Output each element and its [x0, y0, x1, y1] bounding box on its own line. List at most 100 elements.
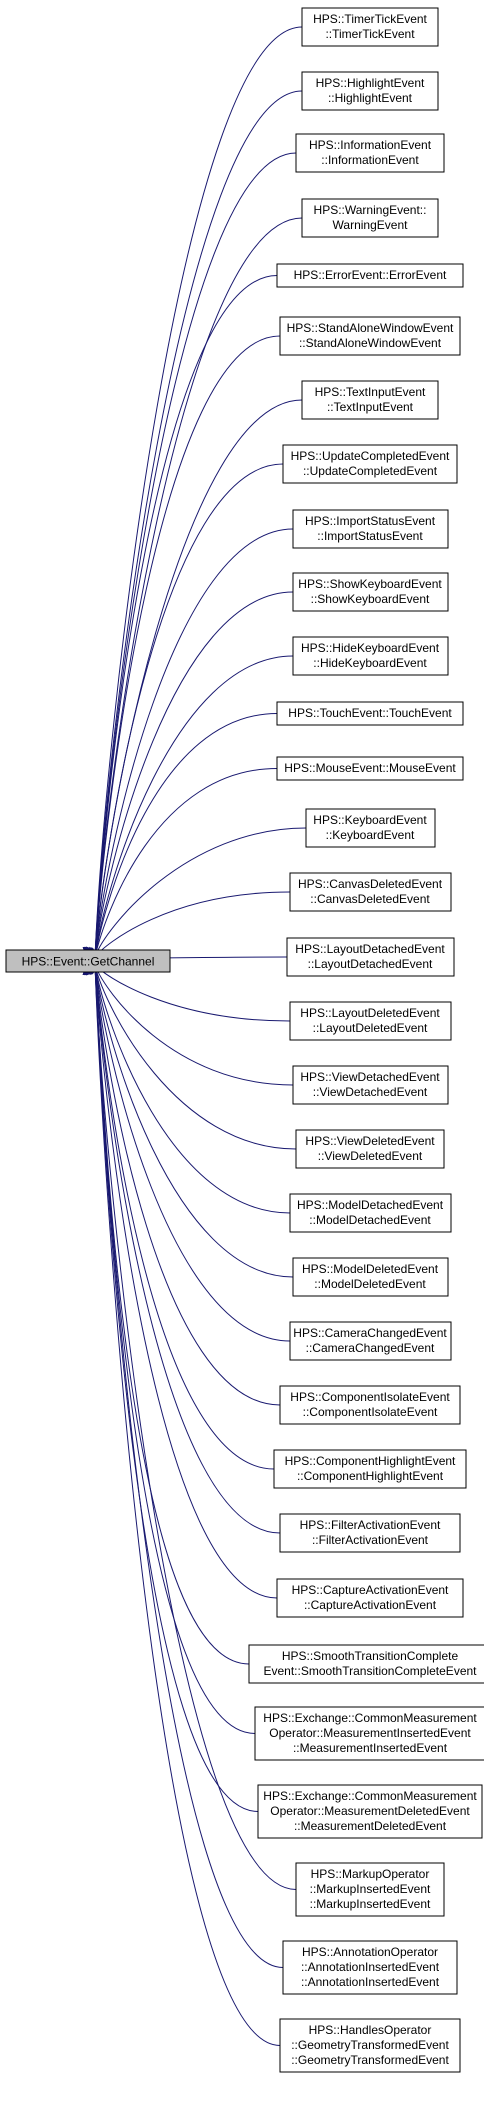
caller-node[interactable]: HPS::ComponentIsolateEvent::ComponentIso…: [279, 1385, 461, 1425]
caller-node-box: [295, 1129, 445, 1169]
caller-node-label: HPS::ModelDeletedEvent: [302, 1262, 439, 1276]
caller-node-label: HPS::SmoothTransitionComplete: [282, 1649, 459, 1663]
caller-node-label: ::MeasurementInsertedEvent: [293, 1741, 448, 1755]
caller-node-label: HPS::CaptureActivationEvent: [292, 1583, 449, 1597]
caller-node-box: [305, 808, 436, 848]
caller-node-label: HPS::ComponentHighlightEvent: [285, 1454, 456, 1468]
call-edge: [94, 713, 278, 958]
caller-node[interactable]: HPS::WarningEvent::WarningEvent: [301, 198, 439, 238]
caller-node[interactable]: HPS::MarkupOperator::MarkupInsertedEvent…: [295, 1862, 445, 1917]
caller-node[interactable]: HPS::LayoutDetachedEvent::LayoutDetached…: [286, 937, 455, 977]
caller-node[interactable]: HPS::StandAloneWindowEvent::StandAloneWi…: [279, 316, 461, 356]
caller-node[interactable]: HPS::ComponentHighlightEvent::ComponentH…: [273, 1449, 467, 1489]
call-edge: [94, 964, 294, 1086]
caller-node-label: ::ViewDeletedEvent: [318, 1149, 423, 1163]
caller-node[interactable]: HPS::HighlightEvent::HighlightEvent: [301, 71, 439, 111]
caller-node[interactable]: HPS::ModelDeletedEvent::ModelDeletedEven…: [292, 1257, 449, 1297]
caller-node[interactable]: HPS::ViewDeletedEvent::ViewDeletedEvent: [295, 1129, 445, 1169]
caller-node-label: ::TextInputEvent: [327, 400, 414, 414]
caller-node-label: ::HighlightEvent: [328, 91, 413, 105]
call-edge: [94, 275, 278, 958]
caller-node-box: [279, 316, 461, 356]
root-node[interactable]: HPS::Event::GetChannel: [5, 949, 171, 973]
caller-node-box: [286, 937, 455, 977]
caller-node[interactable]: HPS::TextInputEvent::TextInputEvent: [301, 380, 439, 420]
caller-node-box: [257, 1784, 483, 1839]
caller-node-label: ::CaptureActivationEvent: [304, 1598, 437, 1612]
caller-node[interactable]: HPS::InformationEvent::InformationEvent: [295, 133, 445, 173]
caller-node[interactable]: HPS::SmoothTransitionCompleteEvent::Smoo…: [248, 1644, 484, 1684]
caller-node-label: HPS::ErrorEvent::ErrorEvent: [294, 268, 447, 282]
caller-node[interactable]: HPS::AnnotationOperator::AnnotationInser…: [282, 1940, 458, 1995]
call-edge: [94, 964, 291, 1214]
caller-node-label: ::UpdateCompletedEvent: [303, 464, 438, 478]
caller-node-label: HPS::LayoutDeletedEvent: [300, 1006, 440, 1020]
call-edge: [94, 26, 303, 958]
caller-node[interactable]: HPS::LayoutDeletedEvent::LayoutDeletedEv…: [289, 1001, 452, 1041]
call-edge: [94, 891, 291, 958]
caller-node-box: [289, 1321, 452, 1361]
caller-node-label: HPS::TimerTickEvent: [313, 12, 427, 26]
caller-node[interactable]: HPS::ModelDetachedEvent::ModelDetachedEv…: [289, 1193, 452, 1233]
nodes-layer: HPS::TimerTickEvent::TimerTickEventHPS::…: [248, 7, 484, 2073]
caller-node-box: [295, 133, 445, 173]
caller-node[interactable]: HPS::CameraChangedEvent::CameraChangedEv…: [289, 1321, 452, 1361]
caller-node-label: HPS::MarkupOperator: [311, 1867, 430, 1881]
caller-node-label: HPS::ComponentIsolateEvent: [290, 1390, 450, 1404]
call-edge: [94, 964, 297, 1890]
caller-node-label: ::ShowKeyboardEvent: [311, 592, 430, 606]
caller-node[interactable]: HPS::MouseEvent::MouseEvent: [276, 756, 464, 781]
caller-node[interactable]: HPS::CaptureActivationEvent::CaptureActi…: [276, 1578, 464, 1618]
call-edge: [94, 768, 278, 958]
call-edge: [94, 827, 307, 958]
caller-node-label: ::LayoutDetachedEvent: [308, 957, 433, 971]
caller-node-label: ::GeometryTransformedEvent: [291, 2053, 449, 2067]
caller-node-box: [292, 636, 449, 676]
caller-node[interactable]: HPS::ImportStatusEvent::ImportStatusEven…: [292, 509, 449, 549]
caller-node[interactable]: HPS::FilterActivationEvent::FilterActiva…: [279, 1513, 461, 1553]
caller-node[interactable]: HPS::CanvasDeletedEvent::CanvasDeletedEv…: [289, 872, 452, 912]
caller-node[interactable]: HPS::TouchEvent::TouchEvent: [276, 701, 464, 726]
caller-node-box: [292, 572, 449, 612]
caller-node-label: ::AnnotationInsertedEvent: [301, 1975, 440, 1989]
caller-node-label: HPS::InformationEvent: [309, 138, 432, 152]
caller-node-box: [289, 1193, 452, 1233]
caller-node-box: [301, 71, 439, 111]
caller-node[interactable]: HPS::Exchange::CommonMeasurementOperator…: [257, 1784, 483, 1839]
caller-node-label: HPS::CanvasDeletedEvent: [298, 877, 443, 891]
caller-node-box: [301, 380, 439, 420]
caller-node[interactable]: HPS::HideKeyboardEvent::HideKeyboardEven…: [292, 636, 449, 676]
caller-node[interactable]: HPS::KeyboardEvent::KeyboardEvent: [305, 808, 436, 848]
caller-node-label: HPS::ViewDetachedEvent: [300, 1070, 440, 1084]
caller-node[interactable]: HPS::Exchange::CommonMeasurementOperator…: [254, 1706, 484, 1761]
caller-node-label: ::LayoutDeletedEvent: [313, 1021, 428, 1035]
caller-node-label: ::HideKeyboardEvent: [313, 656, 427, 670]
caller-node-label: HPS::LayoutDetachedEvent: [295, 942, 445, 956]
call-edge: [94, 964, 284, 1968]
caller-node-label: HPS::HandlesOperator: [309, 2023, 432, 2037]
caller-node-label: HPS::ShowKeyboardEvent: [298, 577, 442, 591]
caller-node[interactable]: HPS::ViewDetachedEvent::ViewDetachedEven…: [292, 1065, 449, 1105]
caller-node-box: [292, 1065, 449, 1105]
caller-node-label: ::GeometryTransformedEvent: [291, 2038, 449, 2052]
caller-node-label: ::InformationEvent: [321, 153, 419, 167]
caller-node[interactable]: HPS::HandlesOperator::GeometryTransforme…: [279, 2018, 461, 2073]
caller-node-label: ::CanvasDeletedEvent: [310, 892, 430, 906]
call-edge: [94, 591, 294, 958]
call-edge: [94, 528, 294, 958]
caller-node-box: [279, 1513, 461, 1553]
caller-node-box: [276, 263, 464, 288]
caller-node-label: ::FilterActivationEvent: [312, 1533, 429, 1547]
call-edge: [94, 399, 303, 958]
caller-node[interactable]: HPS::ErrorEvent::ErrorEvent: [276, 263, 464, 288]
call-edge: [94, 964, 281, 2046]
root-node-label: HPS::Event::GetChannel: [22, 955, 155, 969]
caller-node-label: HPS::TouchEvent::TouchEvent: [288, 706, 452, 720]
call-edge: [94, 964, 278, 1599]
caller-node[interactable]: HPS::ShowKeyboardEvent::ShowKeyboardEven…: [292, 572, 449, 612]
call-edge: [94, 964, 297, 1150]
call-edge: [94, 655, 294, 958]
caller-node-label: ::ImportStatusEvent: [317, 529, 423, 543]
caller-node[interactable]: HPS::TimerTickEvent::TimerTickEvent: [301, 7, 439, 47]
caller-node[interactable]: HPS::UpdateCompletedEvent::UpdateComplet…: [282, 444, 458, 484]
